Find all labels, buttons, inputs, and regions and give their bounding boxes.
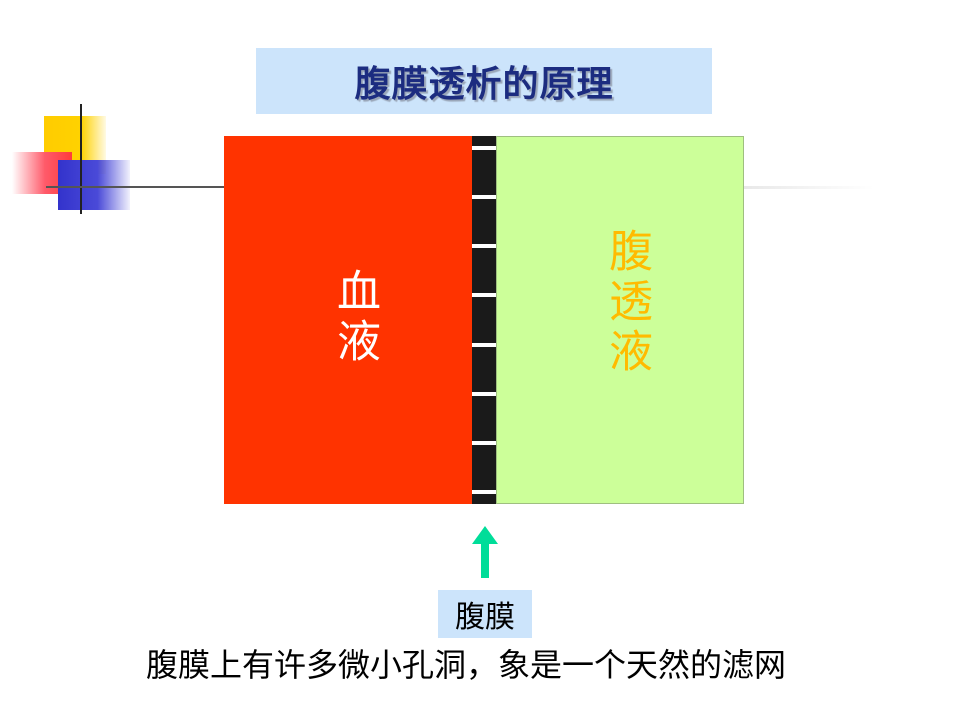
dialysate-compartment: 腹透液 — [496, 136, 744, 504]
membrane-pore — [472, 441, 496, 445]
dialysate-label: 腹透液 — [601, 228, 652, 378]
arrow-up-icon — [472, 526, 498, 578]
membrane-pore — [472, 146, 496, 150]
peritoneum-membrane — [472, 136, 496, 504]
caption-text: 腹膜上有许多微小孔洞，象是一个天然的滤网 — [146, 646, 787, 684]
dialysis-diagram: 血液 腹透液 — [224, 136, 744, 504]
membrane-pore — [472, 195, 496, 199]
decor-horizontal-line-faded — [744, 186, 874, 189]
decor-horizontal-line — [46, 186, 226, 188]
decor-vertical-line — [80, 104, 82, 214]
decor-blue-square — [58, 160, 130, 210]
blood-label: 血液 — [329, 268, 380, 368]
blood-compartment: 血液 — [224, 136, 472, 504]
membrane-pore — [472, 490, 496, 494]
title-banner: 腹膜透析的原理 — [256, 48, 712, 114]
membrane-pore — [472, 343, 496, 347]
membrane-pore — [472, 392, 496, 396]
membrane-label: 腹膜 — [455, 600, 515, 635]
membrane-pore — [472, 244, 496, 248]
membrane-pore — [472, 293, 496, 297]
page-title: 腹膜透析的原理 — [354, 64, 614, 105]
membrane-label-box: 腹膜 — [438, 590, 532, 638]
